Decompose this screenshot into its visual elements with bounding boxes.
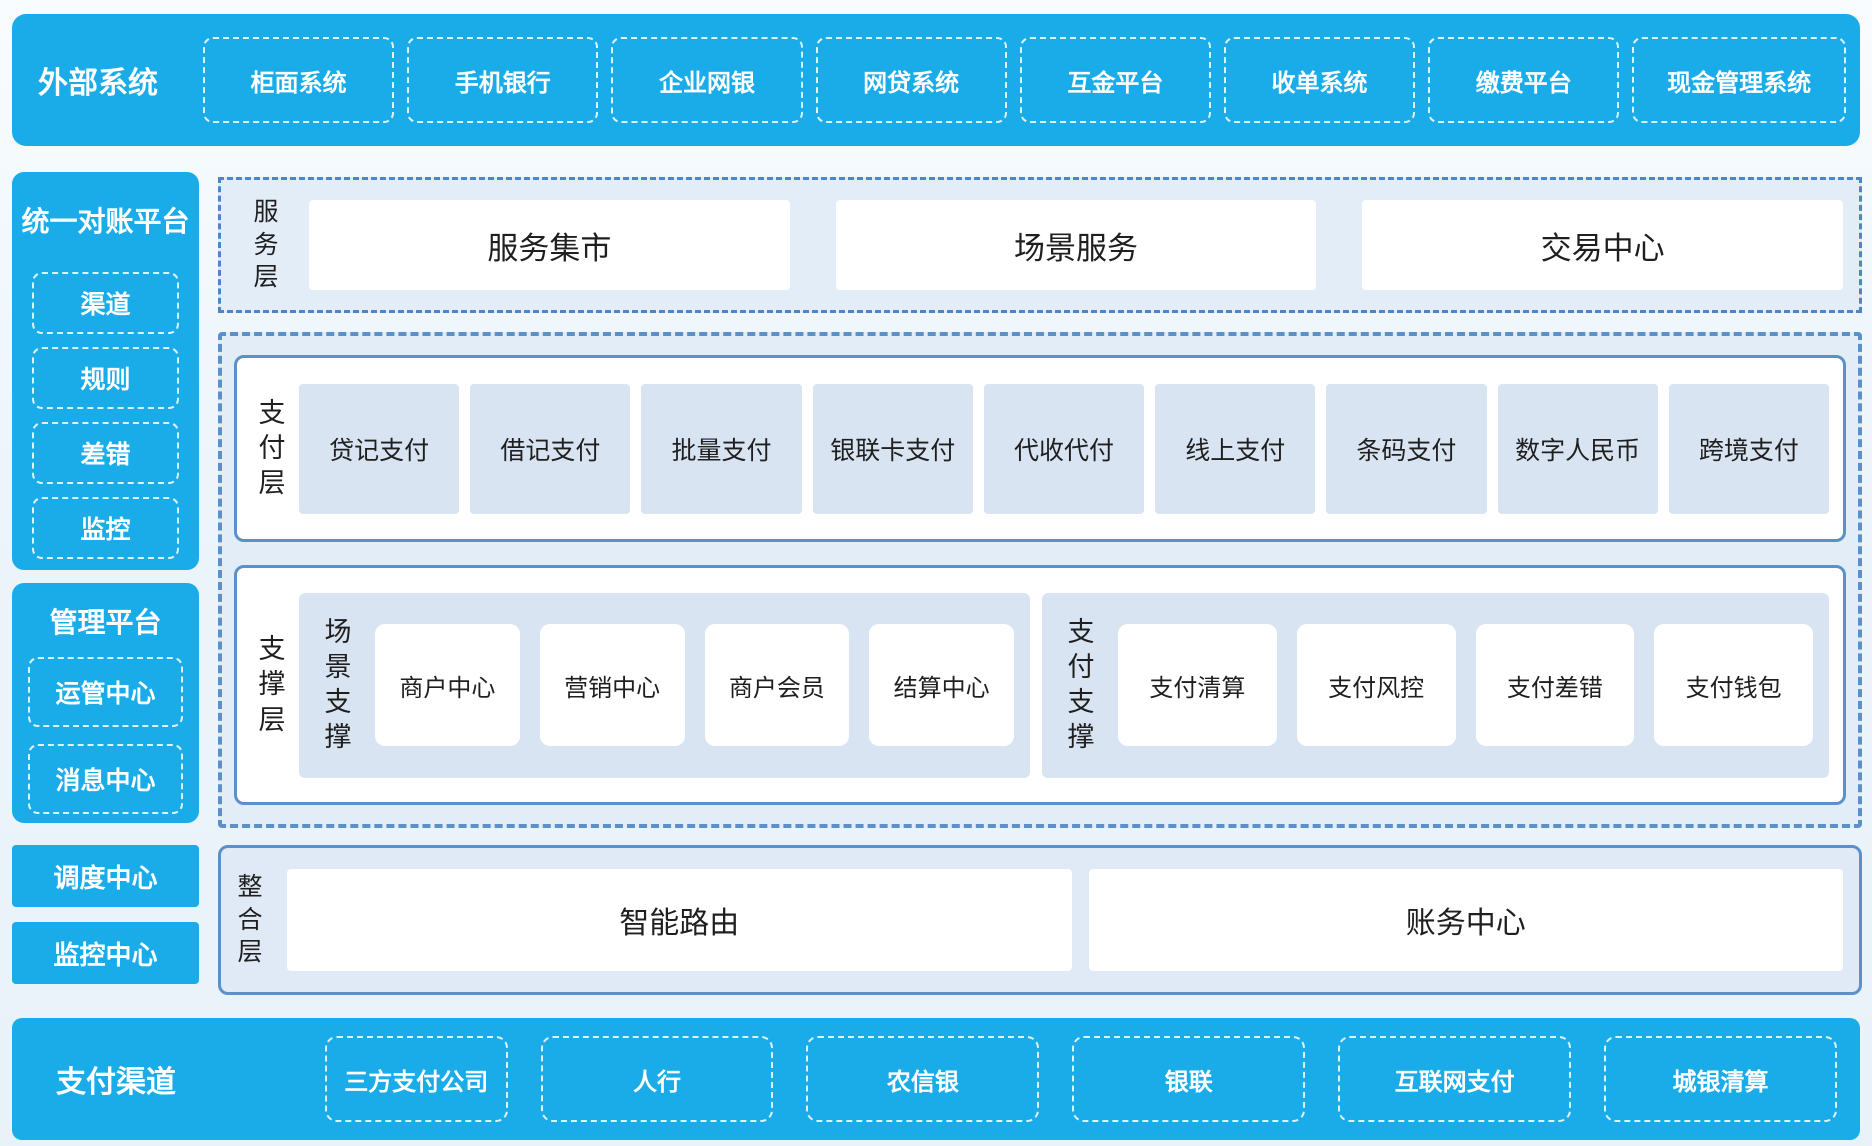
payment-channels-bar: 支付渠道 三方支付公司 人行 农信银 银联 互联网支付 城银清算: [12, 1018, 1860, 1140]
paysup-item-risk-control: 支付风控: [1296, 624, 1456, 746]
external-system-fee-payment: 缴费平台: [1428, 37, 1620, 123]
payment-item-barcode: 条码支付: [1326, 383, 1487, 514]
channel-rural-credit-bank: 农信银: [806, 1036, 1040, 1122]
external-system-online-lending: 网贷系统: [815, 37, 1007, 123]
scene-item-settlement-center: 结算中心: [869, 624, 1015, 746]
support-layer-groups: 场景支撑 商户中心 营销中心 商户会员 结算中心 支付支撑 支付清算 支付风控 …: [299, 592, 1829, 778]
payment-support-label: 支付支撑: [1067, 616, 1095, 753]
scene-support-label: 场景支撑: [324, 616, 352, 753]
external-system-corporate-ebank: 企业网银: [611, 37, 803, 123]
mgmt-platform-items: 运管中心 消息中心: [28, 657, 183, 814]
mgmt-platform-block: 管理平台 运管中心 消息中心: [12, 583, 199, 823]
payment-channels-title: 支付渠道: [56, 1066, 176, 1099]
payment-item-batch: 批量支付: [641, 383, 802, 514]
scene-support-panel: 场景支撑 商户中心 营销中心 商户会员 结算中心: [299, 592, 1031, 778]
payment-item-credit: 贷记支付: [299, 383, 460, 514]
recon-platform-title: 统一对账平台: [21, 206, 190, 237]
channel-unionpay: 银联: [1072, 1036, 1306, 1122]
service-layer-boxes: 服务集市 场景服务 交易中心: [309, 200, 1844, 290]
external-system-acquiring: 收单系统: [1223, 37, 1416, 123]
recon-item-rules: 规则: [32, 347, 179, 409]
scene-item-merchant-member: 商户会员: [704, 624, 850, 746]
core-layers-container: 支付层 贷记支付 借记支付 批量支付 银联卡支付 代收代付 线上支付 条码支付 …: [218, 332, 1862, 828]
payment-support-panel: 支付支撑 支付清算 支付风控 支付差错 支付钱包: [1042, 592, 1829, 778]
channel-third-party-payment: 三方支付公司: [325, 1036, 508, 1122]
payment-item-unionpay-card: 银联卡支付: [812, 383, 973, 514]
support-layer-box: 支撑层 场景支撑 商户中心 营销中心 商户会员 结算中心 支付支撑 支付清算 支…: [234, 565, 1846, 805]
service-box-service-market: 服务集市: [309, 200, 790, 290]
service-layer-container: 服务层 服务集市 场景服务 交易中心: [218, 177, 1862, 313]
external-system-cash-mgmt: 现金管理系统: [1632, 37, 1846, 123]
mgmt-item-operations-center: 运管中心: [28, 657, 183, 727]
integration-layer-box: 整合层 智能路由 账务中心: [218, 845, 1862, 995]
recon-platform-block: 统一对账平台 渠道 规则 差错 监控: [12, 172, 199, 570]
paysup-item-wallet: 支付钱包: [1654, 624, 1814, 746]
integration-layer-label: 整合层: [237, 873, 263, 967]
external-systems-bar: 外部系统 柜面系统 手机银行 企业网银 网贷系统 互金平台 收单系统 缴费平台 …: [12, 14, 1860, 146]
payment-item-debit: 借记支付: [470, 383, 631, 514]
external-system-internet-finance: 互金平台: [1019, 37, 1211, 123]
service-box-scenario-services: 场景服务: [835, 200, 1317, 290]
scene-item-merchant-center: 商户中心: [375, 624, 520, 746]
mgmt-item-message-center: 消息中心: [28, 744, 183, 814]
scene-support-items: 商户中心 营销中心 商户会员 结算中心: [375, 624, 1015, 746]
service-layer-label: 服务层: [253, 198, 279, 292]
support-layer-label: 支撑层: [258, 634, 286, 735]
recon-platform-items: 渠道 规则 差错 监控: [32, 272, 179, 559]
payment-item-cross-border: 跨境支付: [1668, 383, 1829, 514]
payment-layer-box: 支付层 贷记支付 借记支付 批量支付 银联卡支付 代收代付 线上支付 条码支付 …: [234, 355, 1846, 542]
external-systems-title: 外部系统: [38, 67, 158, 100]
recon-item-monitoring: 监控: [32, 497, 179, 559]
external-system-mobile-banking: 手机银行: [407, 37, 599, 123]
channel-internet-payment: 互联网支付: [1338, 1036, 1572, 1122]
paysup-item-clearing: 支付清算: [1118, 624, 1277, 746]
monitor-center-box: 监控中心: [12, 922, 199, 984]
channel-pboc: 人行: [540, 1036, 774, 1122]
scene-item-marketing-center: 营销中心: [539, 624, 685, 746]
channel-city-bank-clearing: 城银清算: [1604, 1036, 1837, 1122]
integration-item-accounting-center: 账务中心: [1088, 869, 1843, 971]
dispatch-center-box: 调度中心: [12, 845, 199, 907]
payment-layer-items: 贷记支付 借记支付 批量支付 银联卡支付 代收代付 线上支付 条码支付 数字人民…: [299, 383, 1829, 514]
recon-item-errors: 差错: [32, 422, 179, 484]
service-box-trade-center: 交易中心: [1362, 200, 1844, 290]
payment-layer-label: 支付层: [258, 397, 286, 499]
mgmt-platform-title: 管理平台: [49, 607, 162, 638]
payment-item-online: 线上支付: [1155, 383, 1316, 514]
paysup-item-errors: 支付差错: [1475, 624, 1635, 746]
payment-item-digital-rmb: 数字人民币: [1497, 383, 1658, 514]
recon-item-channel: 渠道: [32, 272, 179, 334]
integration-item-smart-routing: 智能路由: [287, 869, 1072, 971]
payment-item-collection-agency: 代收代付: [983, 383, 1145, 514]
integration-layer-items: 智能路由 账务中心: [287, 869, 1843, 971]
payment-support-items: 支付清算 支付风控 支付差错 支付钱包: [1118, 624, 1814, 746]
external-system-counter: 柜面系统: [203, 37, 395, 123]
